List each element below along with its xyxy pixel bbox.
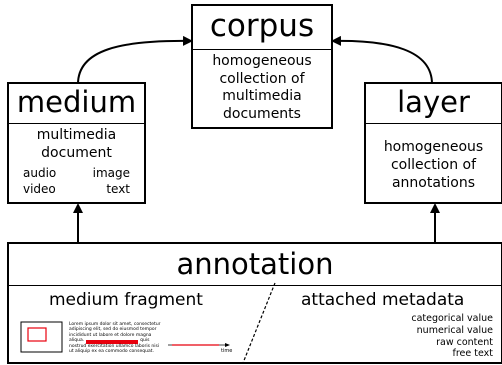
corpus-title: corpus: [193, 6, 331, 50]
fragment-frame: [20, 321, 63, 353]
layer-box: layer homogeneous collection of annotati…: [364, 82, 502, 204]
annotation-box: annotation medium fragment attached meta…: [7, 242, 502, 364]
layer-title: layer: [366, 84, 501, 124]
fragment-illustration: [20, 282, 276, 364]
arrow-layer-to-corpus: [331, 35, 433, 85]
medium-title: medium: [9, 84, 144, 124]
layer-description: homogeneous collection of annotations: [383, 139, 484, 191]
corpus-description: homogeneous collection of multimedia doc…: [212, 53, 312, 122]
medium-fragment-label: medium fragment: [49, 290, 203, 310]
arrow-medium-to-corpus: [77, 35, 193, 85]
text-highlight: [86, 340, 138, 344]
attached-metadata-label: attached metadata: [301, 290, 465, 310]
sample-text: Lorem ipsum dolor sit amet, consectetur …: [69, 322, 161, 355]
media-type-image: image: [92, 166, 130, 180]
fragment-region: [27, 327, 47, 342]
medium-box: medium multimedia document audio image v…: [7, 82, 146, 204]
medium-description: multimedia document: [36, 127, 117, 161]
corpus-box: corpus homogeneous collection of multime…: [191, 4, 333, 129]
time-label: time: [221, 348, 233, 354]
media-type-audio: audio: [23, 166, 57, 180]
media-type-text: text: [106, 182, 130, 196]
fragment-divider: [242, 282, 276, 364]
annotation-title: annotation: [9, 244, 501, 286]
metadata-kinds: categorical value numerical value raw co…: [411, 313, 493, 360]
media-type-video: video: [23, 182, 56, 196]
